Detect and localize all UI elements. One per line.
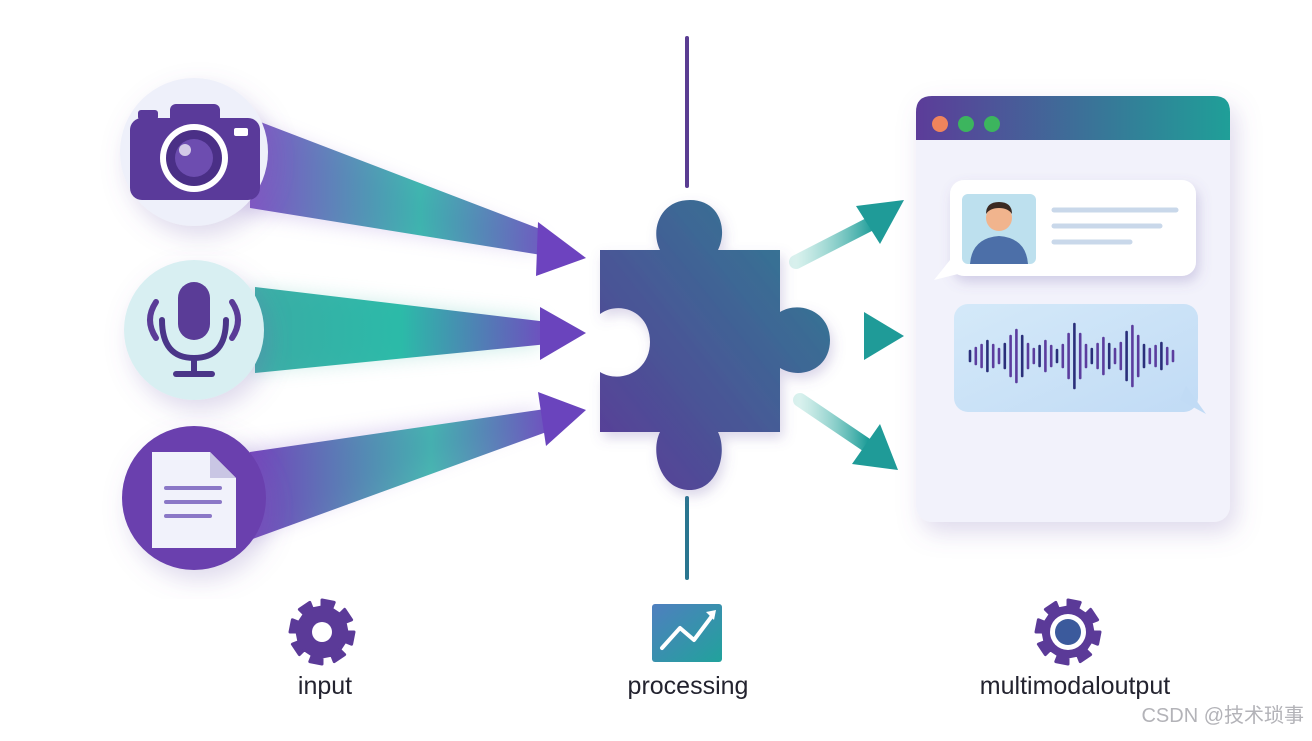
timeline [288, 598, 1102, 666]
document-arrow-head [538, 392, 586, 446]
output-arrow-down-head [852, 424, 898, 470]
gear-target-icon [1034, 598, 1102, 666]
chart-icon [652, 604, 722, 662]
gear-icon [288, 598, 356, 666]
microphone-node [124, 260, 264, 400]
stage-label-output: multimodaloutput [979, 672, 1171, 700]
output-arrows [789, 200, 904, 470]
camera-beam [250, 118, 560, 258]
microphone-icon [147, 282, 241, 377]
camera-arrow-head [536, 222, 586, 276]
traffic-light-3 [984, 116, 1000, 132]
stage-label-input: input [297, 672, 353, 700]
document-node [122, 426, 266, 570]
output-arrow-mid-head [864, 312, 904, 360]
watermark: CSDN @技术琐事 [1141, 705, 1304, 727]
document-beam [250, 408, 552, 540]
audio-message-card [954, 304, 1206, 414]
camera-node [120, 78, 268, 226]
puzzle-piece-icon [600, 200, 830, 490]
input-beams [240, 118, 586, 540]
window-traffic-lights [932, 116, 1000, 132]
document-icon [152, 452, 236, 548]
waveform-icon [968, 322, 1175, 390]
microphone-arrow-head [540, 307, 586, 360]
output-arrow-up-head [856, 200, 904, 244]
traffic-light-2 [958, 116, 974, 132]
profile-message-card [934, 180, 1196, 280]
stage-label-processing: processing [627, 672, 749, 700]
output-window [916, 96, 1230, 522]
user-avatar-icon [962, 194, 1036, 264]
traffic-light-1 [932, 116, 948, 132]
camera-icon [130, 104, 260, 200]
microphone-beam [255, 287, 548, 373]
